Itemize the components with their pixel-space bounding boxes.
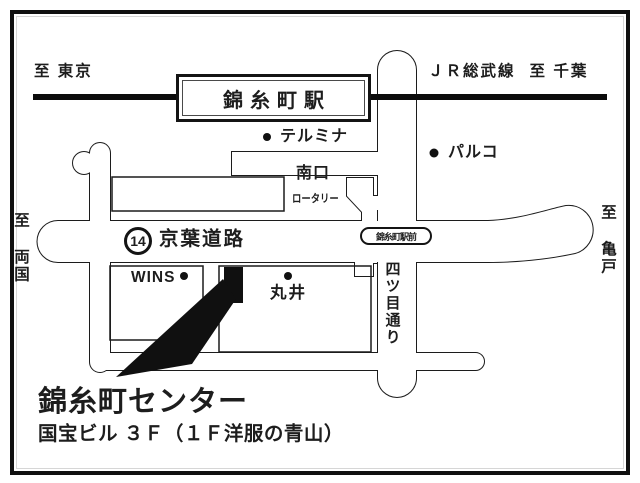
dest-kameido-label: 至 亀戸 (599, 204, 617, 276)
dest-tokyo-label: 至 東京 (34, 63, 93, 80)
station-box-inner: 錦糸町駅 (182, 80, 365, 116)
dest-ryogoku-label: 至 両国 (12, 212, 30, 284)
marui-dot (284, 272, 292, 280)
rotary-label: ロータリー (292, 193, 339, 205)
marui-label: 丸井 (270, 284, 307, 302)
termina-label: テルミナ (280, 128, 349, 145)
pointer-triangle (116, 279, 236, 377)
route-14-badge: 14 (124, 227, 152, 255)
destination-address: 国宝ビル ３Ｆ（１Ｆ洋服の青山） (38, 423, 344, 445)
dest-chiba-label: 至 千葉 (529, 63, 589, 80)
station-label: 錦糸町駅 (223, 89, 331, 112)
parco-dot (429, 148, 439, 158)
map-frame (10, 10, 630, 475)
parco-label: パルコ (448, 144, 499, 161)
south-exit-label: 南口 (296, 165, 331, 182)
station-box: 錦糸町駅 (176, 74, 371, 122)
termina-dot (263, 133, 271, 141)
intersection-badge: 錦糸町駅前 (360, 227, 432, 245)
jr-line-label: ＪＲ総武線 (428, 63, 516, 80)
wins-label: WINS (131, 269, 176, 286)
destination-title: 錦糸町センター (38, 386, 249, 418)
city-block (111, 176, 285, 212)
jr-line-row: ＪＲ総武線 至 千葉 (428, 63, 588, 80)
wins-dot (180, 272, 188, 280)
yotsume-street-label: 四ツ目通り (383, 261, 401, 346)
keiyo-road-label: 京葉道路 (159, 228, 246, 250)
